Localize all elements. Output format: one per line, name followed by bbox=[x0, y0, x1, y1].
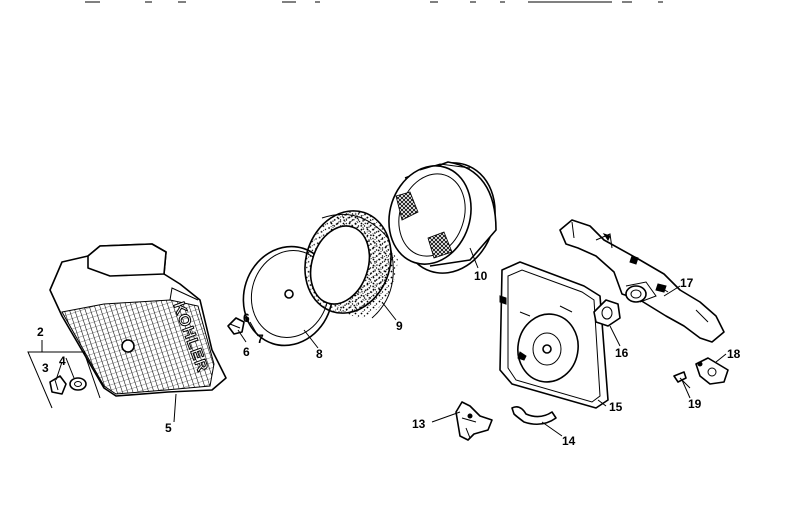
grommet-part-4 bbox=[69, 377, 87, 391]
callout-17: 17 bbox=[680, 276, 694, 290]
bracket-part-13 bbox=[455, 401, 493, 441]
callout-14: 14 bbox=[562, 434, 576, 448]
intake-manifold-part-17 bbox=[559, 219, 725, 343]
callout-7: 7 bbox=[257, 332, 264, 346]
callout-6-nut: 6 bbox=[243, 345, 250, 359]
air-filter-element-part-10 bbox=[388, 161, 497, 274]
housing-center-hole bbox=[121, 339, 135, 353]
callout-19: 19 bbox=[688, 397, 702, 411]
flange-part-18 bbox=[695, 357, 729, 385]
callout-labels: 2 3 4 5 6 6 7 8 9 10 13 14 15 16 17 18 1… bbox=[37, 269, 741, 448]
screw-part-19 bbox=[673, 371, 691, 389]
clip-part-14 bbox=[511, 406, 557, 426]
callout-16: 16 bbox=[615, 346, 629, 360]
group-bracket-2 bbox=[27, 340, 101, 409]
callout-3: 3 bbox=[42, 361, 49, 375]
air-cleaner-base-part-15 bbox=[499, 261, 609, 409]
callout-13: 13 bbox=[412, 417, 426, 431]
callout-4: 4 bbox=[59, 354, 66, 368]
blower-housing-part-5: KOHLER bbox=[49, 243, 227, 397]
callout-18: 18 bbox=[727, 347, 741, 361]
callout-15: 15 bbox=[609, 400, 623, 414]
foam-precleaner-part-9 bbox=[304, 210, 398, 319]
wing-nut-part-6 bbox=[227, 317, 245, 335]
callout-2: 2 bbox=[37, 325, 44, 339]
callout-6-washer: 6 bbox=[243, 311, 250, 325]
gasket-part-16 bbox=[593, 299, 621, 327]
callout-5: 5 bbox=[165, 421, 172, 435]
leader-lines bbox=[55, 247, 727, 437]
callout-9: 9 bbox=[396, 319, 403, 333]
callout-8: 8 bbox=[316, 347, 323, 361]
callout-10: 10 bbox=[474, 269, 488, 283]
clip-part-3 bbox=[49, 375, 67, 395]
